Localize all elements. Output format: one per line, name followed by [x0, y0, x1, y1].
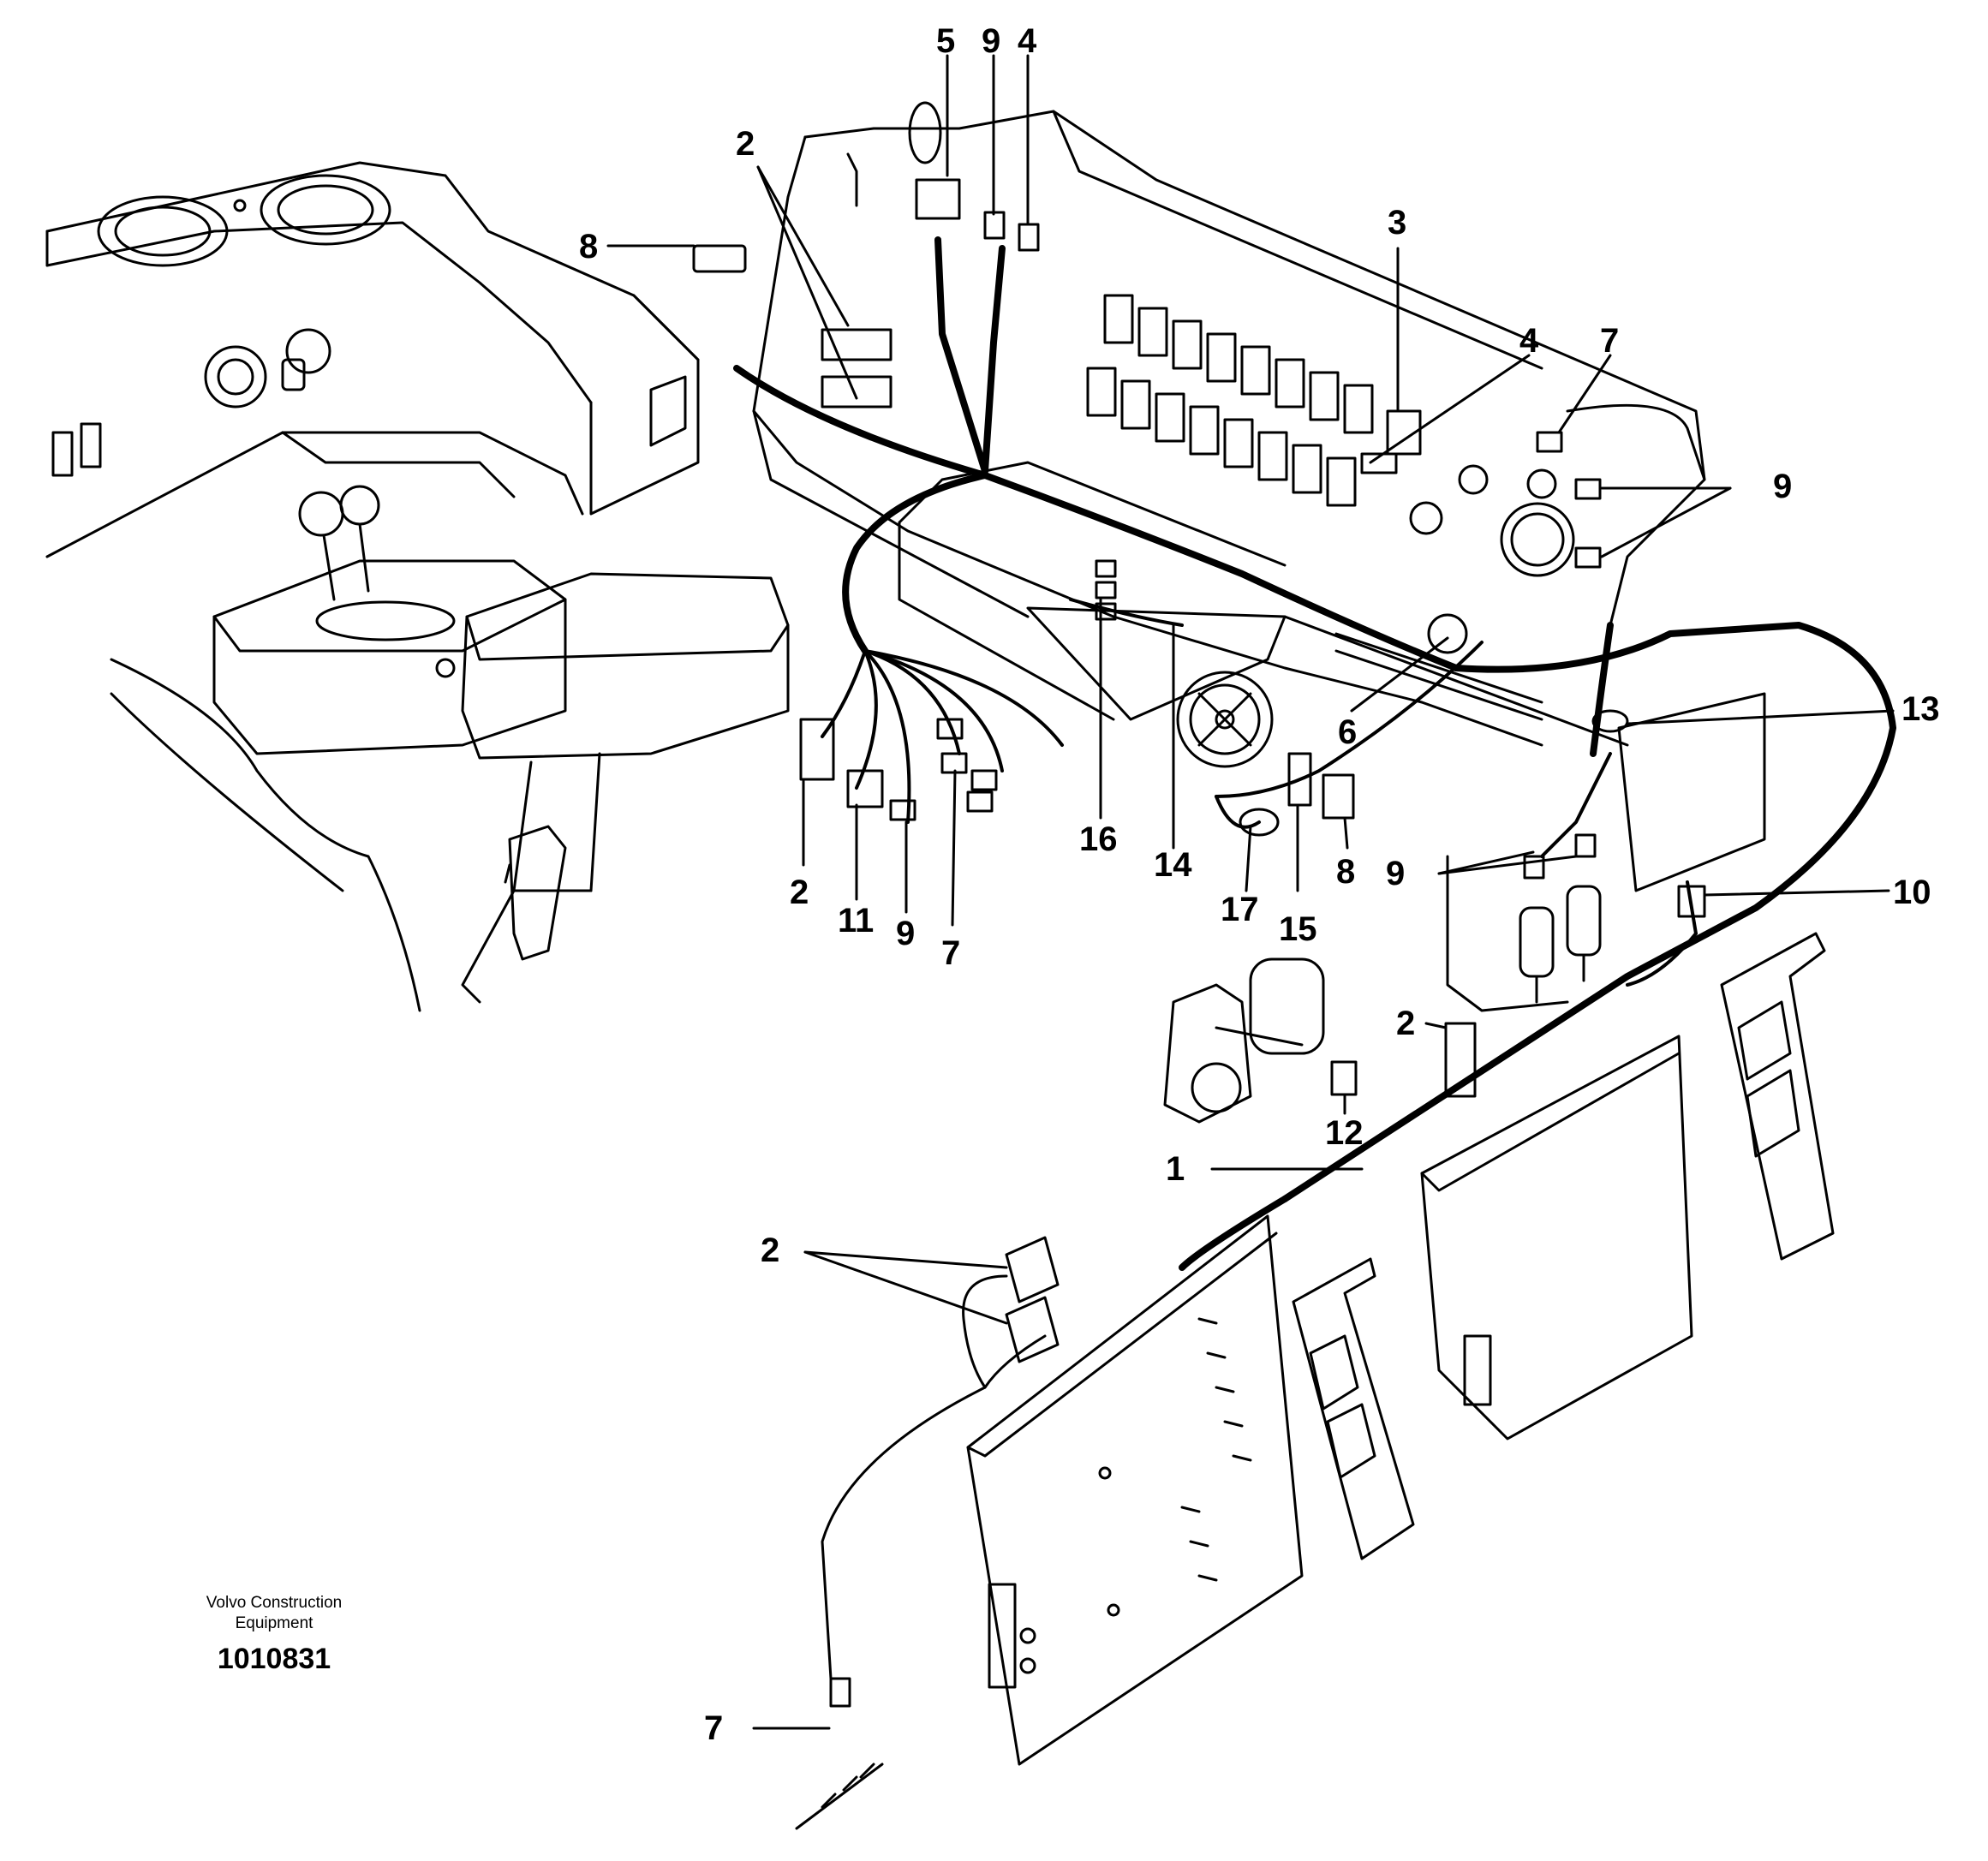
callout-8: 8 [1336, 853, 1356, 891]
callout-3: 3 [1388, 204, 1407, 242]
callout-9: 9 [1386, 855, 1406, 892]
harness-branches [821, 598, 1698, 987]
callout-2: 2 [736, 125, 755, 163]
credit-company: Volvo Construction [206, 1594, 343, 1612]
credit-company-suffix: Equipment [235, 1614, 313, 1632]
washer-pumps [1446, 855, 1602, 1012]
callout-9: 9 [982, 22, 1001, 60]
callout-14: 14 [1154, 846, 1192, 884]
credit-block: Volvo Construction Equipment 1010831 [146, 1593, 403, 1676]
callout-8: 8 [579, 228, 599, 265]
callout-7: 7 [704, 1709, 724, 1747]
drawing-number: 1010831 [217, 1643, 331, 1675]
ecu-box [1420, 1035, 1693, 1440]
mounting-brackets [1292, 932, 1835, 1560]
callout-9: 9 [896, 915, 916, 952]
callout-5: 5 [936, 22, 956, 60]
callout-11: 11 [838, 902, 875, 939]
callout-4: 4 [1519, 322, 1539, 360]
callout-9: 9 [1773, 468, 1793, 505]
switch-panel-drawing [752, 110, 1706, 768]
connectors [692, 101, 1706, 1708]
callout-2: 2 [790, 874, 809, 911]
right-enclosure [1617, 692, 1766, 892]
callout-16: 16 [1079, 820, 1118, 858]
callout-2: 2 [761, 1232, 780, 1269]
wiper-motor [1163, 957, 1325, 1124]
callout-10: 10 [1893, 874, 1931, 911]
callout-1: 1 [1166, 1150, 1185, 1188]
callout-7: 7 [1600, 322, 1620, 360]
circuit-board [795, 1214, 1304, 1830]
callout-13: 13 [1901, 690, 1940, 728]
callout-12: 12 [1325, 1114, 1364, 1152]
main-wiring-harness [733, 236, 1896, 1271]
callout-15: 15 [1279, 910, 1317, 948]
leader-lines [606, 54, 1895, 1730]
callout-7: 7 [941, 934, 961, 972]
cab-console-drawing [45, 161, 790, 1012]
callout-17: 17 [1221, 891, 1259, 928]
callout-2: 2 [1396, 1005, 1416, 1042]
callout-4: 4 [1018, 22, 1037, 60]
callout-6: 6 [1338, 713, 1358, 751]
